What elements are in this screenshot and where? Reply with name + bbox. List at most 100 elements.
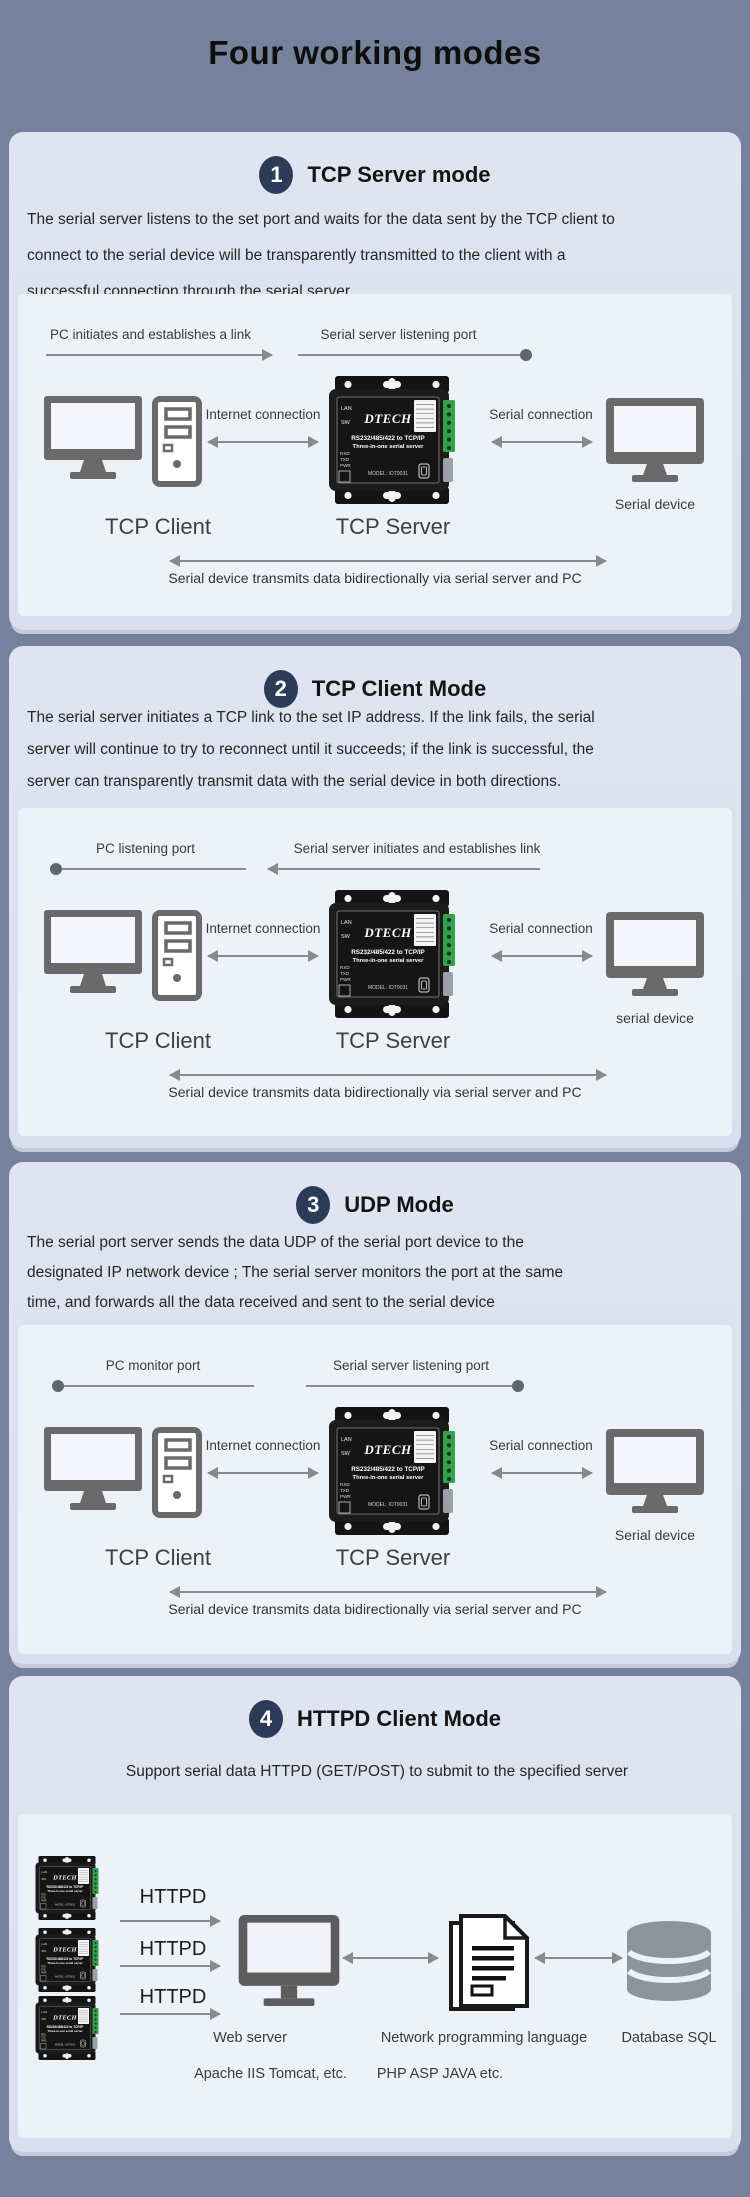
serial-server-device: LAN SW DTECH RS232/485/422 to TCP/IP Thr… [34,1856,100,1920]
serial-server-device: LAN SW DTECH RS232/485/422 to TCP/IP Thr… [326,1407,458,1535]
section-title: TCP Server mode [307,162,491,187]
description-line: The serial server listens to the set por… [27,211,615,228]
serial-server-device: LAN SW DTECH RS232/485/422 to TCP/IP Thr… [326,890,458,1018]
device-led-pwr: PWR [41,2041,47,2043]
section-header: 1 TCP Server mode [9,156,741,194]
device-led-txd: TXD [340,971,350,976]
dtech-logo: DTECH [52,1947,77,1954]
description-line: server can transparently transmit data w… [27,773,562,790]
diagram-panel: PC monitor port Serial server listening … [18,1325,732,1654]
pin-table-icon [414,1431,436,1463]
server-port-label: Serial server listening port [320,327,477,342]
dtech-logo: DTECH [52,2015,77,2022]
serial-device-label: serial device [616,1010,694,1026]
device-line1: RS232/485/422 to TCP/IP [351,1466,425,1473]
serial-device-monitor-icon [606,912,704,996]
terminal-block-icon [443,1431,455,1483]
device-line2: Three-in-one serial server [47,1889,83,1893]
power-box-icon [40,1975,47,1982]
section-udp-mode: 3 UDP Mode The serial port server sends … [9,1162,741,1664]
section-number-badge: 2 [263,670,298,708]
serial-server-device-image: LAN SW DTECH RS232/485/422 to TCP/IP Thr… [35,1856,99,1920]
bottom-caption: Serial device transmits data bidirection… [168,1084,582,1100]
dtech-logo: DTECH [363,1442,412,1457]
serial-server-device: LAN SW DTECH RS232/485/422 to TCP/IP Thr… [34,1996,100,2060]
serial-device-monitor-icon [606,398,704,482]
device-sw-label: SW [341,420,351,426]
description-line: The serial server initiates a TCP link t… [27,709,595,726]
device-lan-label: LAN [341,1437,352,1443]
section-number-badge: 1 [259,156,294,194]
diagram-panel: PC listening port Serial server initiate… [18,808,732,1136]
device-sw-label: SW [341,1451,351,1457]
db9-connector-icon [443,1489,453,1513]
serial-server-device: LAN SW DTECH RS232/485/422 to TCP/IP Thr… [34,1928,100,1992]
power-box-icon [338,470,351,483]
section-description: The serial port server sends the data UD… [27,1228,727,1318]
pin-table-icon [414,914,436,946]
device-line1: RS232/485/422 to TCP/IP [351,435,425,442]
serial-connection-label: Serial connection [489,407,593,422]
httpd-label: HTTPD [139,1886,207,1908]
description-line: The serial port server sends the data UD… [27,1234,524,1251]
device-line2: Three-in-one serial server [353,958,425,964]
bidirectional-arrow [169,1069,607,1081]
device-led-txd: TXD [41,1970,46,1972]
device-led-pwr: PWR [41,1901,47,1903]
bidirectional-arrow [169,555,607,567]
desktop-computer-icon [44,910,206,1002]
language-database-arrow [534,1952,623,1964]
tcp-client-label: TCP Client [105,1545,211,1570]
programming-language-label: Network programming language [380,2030,588,2046]
db9-connector-icon [92,1897,98,1909]
device-line2: Three-in-one serial server [47,2029,83,2033]
internet-connection-arrow [207,950,319,962]
section-title: HTTPD Client Mode [296,1706,502,1731]
serial-device-monitor-icon [606,1429,704,1513]
terminal-block-icon [443,400,455,452]
pin-table-icon [414,400,436,432]
httpd-label: HTTPD [139,1986,207,2008]
usb-port-icon [80,1971,86,1980]
serial-connection-label: Serial connection [489,921,593,936]
serial-connection-arrow [491,950,593,962]
tcp-server-label: TCP Server [335,514,451,539]
device-led-rxd: RXD [340,451,350,456]
desktop-computer-icon [44,396,206,488]
description-line: Support serial data HTTPD (GET/POST) to … [125,1763,629,1780]
section-number-badge: 4 [248,1700,283,1738]
device-led-rxd: RXD [41,1967,46,1969]
device-model: MODEL: IOT9031 [368,471,408,477]
internet-connection-arrow [207,1467,319,1479]
server-language-arrow [342,1952,439,1964]
terminal-block-icon [443,914,455,966]
device-led-pwr: PWR [340,1494,351,1499]
server-port-label: Serial server listening port [332,1358,490,1373]
device-led-txd: TXD [340,457,350,462]
bidirectional-arrow [169,1586,607,1598]
section-header: 3 UDP Mode [9,1186,741,1224]
db9-connector-icon [92,2037,98,2049]
bottom-caption: Serial device transmits data bidirection… [168,1601,582,1617]
tcp-server-label: TCP Server [335,1545,451,1570]
db9-connector-icon [443,458,453,482]
device-sw-label: SW [42,1949,47,1953]
internet-connection-arrow [207,436,319,448]
device-led-rxd: RXD [340,1482,350,1487]
serial-server-device: LAN SW DTECH RS232/485/422 to TCP/IP Thr… [326,376,458,504]
device-sw-label: SW [341,934,351,940]
internet-connection-label: Internet connection [205,407,321,422]
terminal-block-icon [92,1868,99,1894]
description-line: server will continue to try to reconnect… [27,741,594,758]
device-led-rxd: RXD [41,1895,46,1897]
usb-port-icon [418,1494,430,1510]
pin-table-icon [78,1868,89,1884]
internet-connection-label: Internet connection [205,921,321,936]
device-led-pwr: PWR [340,463,351,468]
desktop-computer-icon [44,1427,206,1519]
device-lan-label: LAN [42,1870,47,1874]
dtech-logo: DTECH [363,925,412,940]
device-model: MODEL: IOT9031 [368,985,408,991]
serial-connection-arrow [491,1467,593,1479]
device-led-txd: TXD [340,1488,350,1493]
